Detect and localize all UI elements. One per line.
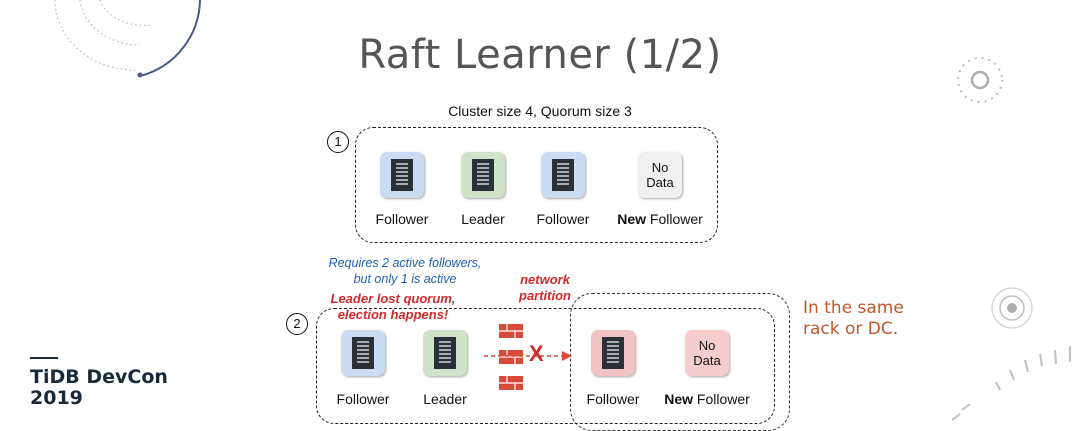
s1-leader-icon bbox=[461, 152, 505, 198]
s1-new-rest: Follower bbox=[646, 211, 703, 227]
s2-new-follower-label: New Follower bbox=[652, 391, 762, 407]
s2-note-blue-line2: but only 1 is active bbox=[353, 272, 457, 286]
s2-partition-label: network partition bbox=[505, 272, 585, 304]
scenario1-box bbox=[355, 127, 718, 243]
s2-note-red-line1: Leader lost quorum, bbox=[330, 291, 456, 306]
s2-nodata-line1: No bbox=[698, 338, 716, 353]
scenario2-number: 2 bbox=[286, 313, 308, 335]
s2-partition-line1: network bbox=[520, 272, 570, 287]
s2-note-red: Leader lost quorum, election happens! bbox=[318, 291, 468, 323]
s1-follower-2-label: Follower bbox=[536, 211, 590, 227]
brand-logo-text: TiDB DevCon 2019 bbox=[30, 367, 168, 409]
s2-leader-icon bbox=[423, 330, 467, 376]
s1-new-bold: New bbox=[617, 211, 646, 227]
s2-leader-label: Leader bbox=[423, 391, 467, 407]
s2-new-bold: New bbox=[664, 391, 693, 407]
decoration-bottom-right bbox=[951, 287, 1071, 421]
s2-partition-line2: partition bbox=[519, 288, 571, 303]
brand-line1: TiDB DevCon bbox=[30, 366, 168, 388]
page-title: Raft Learner (1/2) bbox=[358, 32, 722, 78]
s2-note-blue: Requires 2 active followers, but only 1 … bbox=[310, 255, 500, 287]
scenario2-box bbox=[316, 308, 775, 424]
partition-cross-icon: X bbox=[529, 341, 544, 366]
firewall-icon bbox=[499, 324, 523, 390]
rack-note-line1: In the same bbox=[803, 298, 904, 318]
decoration-top-left bbox=[54, 0, 201, 78]
rack-note-line2: rack or DC. bbox=[803, 319, 899, 339]
brand-rule bbox=[30, 357, 58, 359]
s1-follower-1-icon bbox=[380, 152, 424, 198]
s1-follower-2-icon bbox=[541, 152, 585, 198]
cluster-subtitle: Cluster size 4, Quorum size 3 bbox=[448, 103, 632, 119]
s2-follower-1-icon bbox=[341, 330, 385, 376]
s2-note-blue-line1: Requires 2 active followers, bbox=[328, 256, 482, 270]
s2-follower-1-label: Follower bbox=[336, 391, 390, 407]
rack-note: In the same rack or DC. bbox=[803, 298, 904, 340]
s1-nodata-line1: No bbox=[651, 160, 669, 175]
s1-nodata-line2: Data bbox=[646, 175, 674, 190]
s2-isolated-follower-icon bbox=[591, 330, 635, 376]
scenario1-number: 1 bbox=[327, 131, 349, 153]
partition-arrow bbox=[484, 351, 572, 361]
s2-isolated-follower-label: Follower bbox=[586, 391, 640, 407]
s1-new-follower-label: New Follower bbox=[605, 211, 715, 227]
brand-line2: 2019 bbox=[30, 387, 83, 409]
decoration-top-right bbox=[957, 57, 1003, 103]
s1-follower-1-label: Follower bbox=[375, 211, 429, 227]
s2-nodata-line2: Data bbox=[693, 353, 721, 368]
s2-new-rest: Follower bbox=[693, 391, 750, 407]
s2-note-red-line2: election happens! bbox=[337, 307, 449, 322]
s1-leader-label: Leader bbox=[461, 211, 505, 227]
